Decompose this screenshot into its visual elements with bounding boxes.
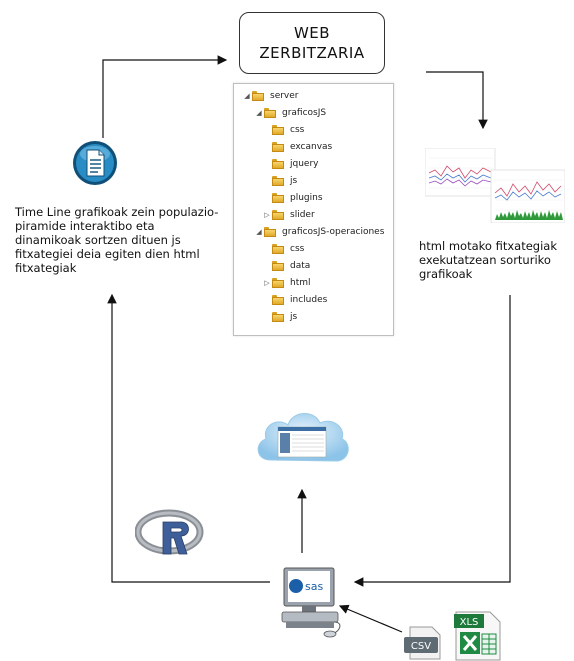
tree-item-js: js bbox=[272, 173, 297, 189]
tree-item-jquery: jquery bbox=[272, 156, 318, 172]
arrow-charts-to-computer bbox=[353, 295, 511, 587]
cloud-icon bbox=[257, 413, 349, 462]
tree-item-js-2: js bbox=[272, 309, 297, 325]
folder-tree-panel: ◢ server ◢ graficosJS css excanvas jquer… bbox=[233, 83, 394, 336]
folder-icon bbox=[252, 91, 265, 101]
folder-icon bbox=[272, 312, 285, 322]
folder-icon bbox=[272, 295, 285, 305]
expand-arrow-icon: ◢ bbox=[256, 228, 262, 236]
server-title-line1: WEB bbox=[293, 24, 331, 42]
tree-item-data: data bbox=[272, 258, 310, 274]
expand-arrow-icon: ◢ bbox=[256, 109, 262, 117]
tree-item-plugins: plugins bbox=[272, 190, 323, 206]
folder-icon bbox=[272, 261, 285, 271]
tree-item-graficosjs-operaciones: ◢ graficosJS-operaciones bbox=[254, 224, 384, 240]
tree-item-server: ◢ server bbox=[242, 88, 299, 104]
folder-icon bbox=[272, 159, 285, 169]
arrow-doc-to-server bbox=[102, 55, 228, 138]
sas-label: sas bbox=[305, 580, 323, 593]
xls-file-icon: XLS bbox=[454, 611, 501, 661]
folder-icon bbox=[272, 210, 285, 220]
csv-label: CSV bbox=[411, 641, 431, 652]
csv-file-icon: CSV bbox=[404, 626, 441, 660]
folder-icon bbox=[272, 278, 285, 288]
folder-icon bbox=[272, 193, 285, 203]
sas-computer-icon: sas bbox=[281, 567, 341, 638]
folder-icon bbox=[272, 142, 285, 152]
arrow-files-to-computer bbox=[338, 604, 403, 633]
charts-description: html motako fitxategiak exekutatzean sor… bbox=[419, 239, 557, 281]
xls-label: XLS bbox=[460, 617, 479, 628]
folder-icon bbox=[272, 244, 285, 254]
tree-item-css-2: css bbox=[272, 241, 304, 257]
tree-item-html: ▷ html bbox=[262, 275, 311, 291]
collapse-arrow-icon: ▷ bbox=[264, 211, 270, 219]
expand-arrow-icon: ◢ bbox=[244, 92, 250, 100]
arrow-server-to-charts bbox=[426, 71, 488, 130]
web-server-box: WEB ZERBITZARIA bbox=[239, 12, 385, 74]
tree-item-css: css bbox=[272, 122, 304, 138]
generated-charts-thumbnail bbox=[425, 148, 565, 223]
document-icon bbox=[73, 141, 117, 185]
tree-item-slider: ▷ slider bbox=[262, 207, 315, 223]
tree-item-includes: includes bbox=[272, 292, 327, 308]
server-title-line2: ZERBITZARIA bbox=[259, 44, 365, 62]
tree-item-graficosjs: ◢ graficosJS bbox=[254, 105, 326, 121]
html-files-description: Time Line grafikoak zein populazio-piram… bbox=[15, 205, 219, 275]
tree-item-excanvas: excanvas bbox=[272, 139, 332, 155]
folder-icon bbox=[264, 108, 277, 118]
folder-icon bbox=[272, 176, 285, 186]
r-logo-icon bbox=[135, 509, 204, 555]
folder-icon bbox=[272, 125, 285, 135]
arrow-computer-to-text bbox=[107, 293, 270, 583]
folder-icon bbox=[264, 227, 277, 237]
collapse-arrow-icon: ▷ bbox=[264, 279, 270, 287]
